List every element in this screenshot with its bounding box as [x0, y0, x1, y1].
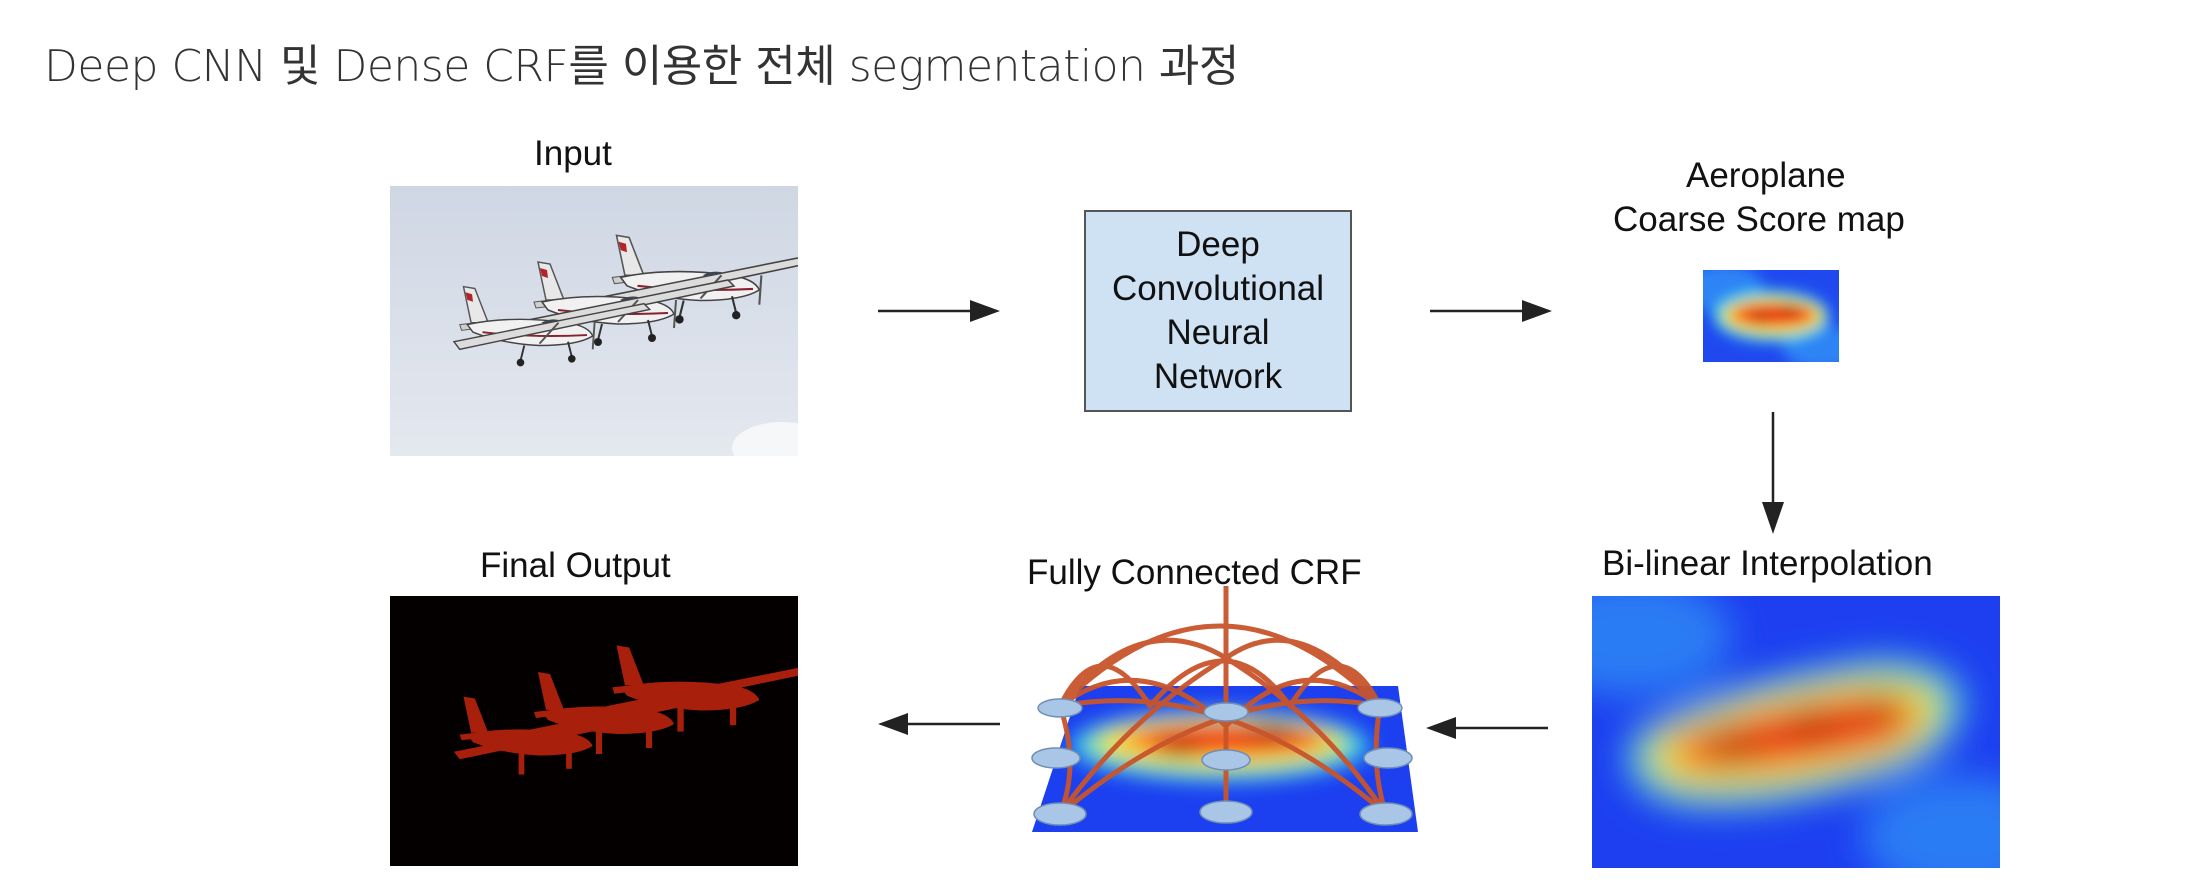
bilinear-label: Bi-linear Interpolation — [1602, 544, 1933, 583]
dcnn-box: Deep Convolutional Neural Network — [1084, 210, 1352, 412]
arrow-dcnn-to-scoremap — [1430, 300, 1552, 322]
scoremap-label-2: Coarse Score map — [1613, 200, 1905, 239]
dcnn-line-4: Network — [1153, 357, 1283, 396]
arrow-crf-to-final — [878, 713, 1000, 735]
crf-graphic — [1020, 586, 1420, 836]
dcnn-line-2: Convolutional — [1111, 269, 1325, 308]
coarse-score-map — [1703, 270, 1839, 362]
dcnn-line-3: Neural — [1166, 313, 1270, 352]
input-label: Input — [534, 134, 612, 173]
final-output-label: Final Output — [480, 546, 671, 585]
dcnn-line-1: Deep — [1176, 225, 1260, 264]
bilinear-heatmap — [1592, 596, 2000, 868]
input-image — [390, 186, 798, 456]
arrow-scoremap-to-bilinear — [1762, 412, 1784, 534]
arrow-bilinear-to-crf — [1426, 717, 1548, 739]
crf-label: Fully Connected CRF — [1027, 553, 1362, 592]
slide-title: Deep CNN 및 Dense CRF를 이용한 전체 segmentatio… — [44, 41, 1239, 92]
arrow-input-to-dcnn — [878, 300, 1000, 322]
final-output-image — [390, 596, 798, 866]
scoremap-label-1: Aeroplane — [1686, 156, 1846, 195]
